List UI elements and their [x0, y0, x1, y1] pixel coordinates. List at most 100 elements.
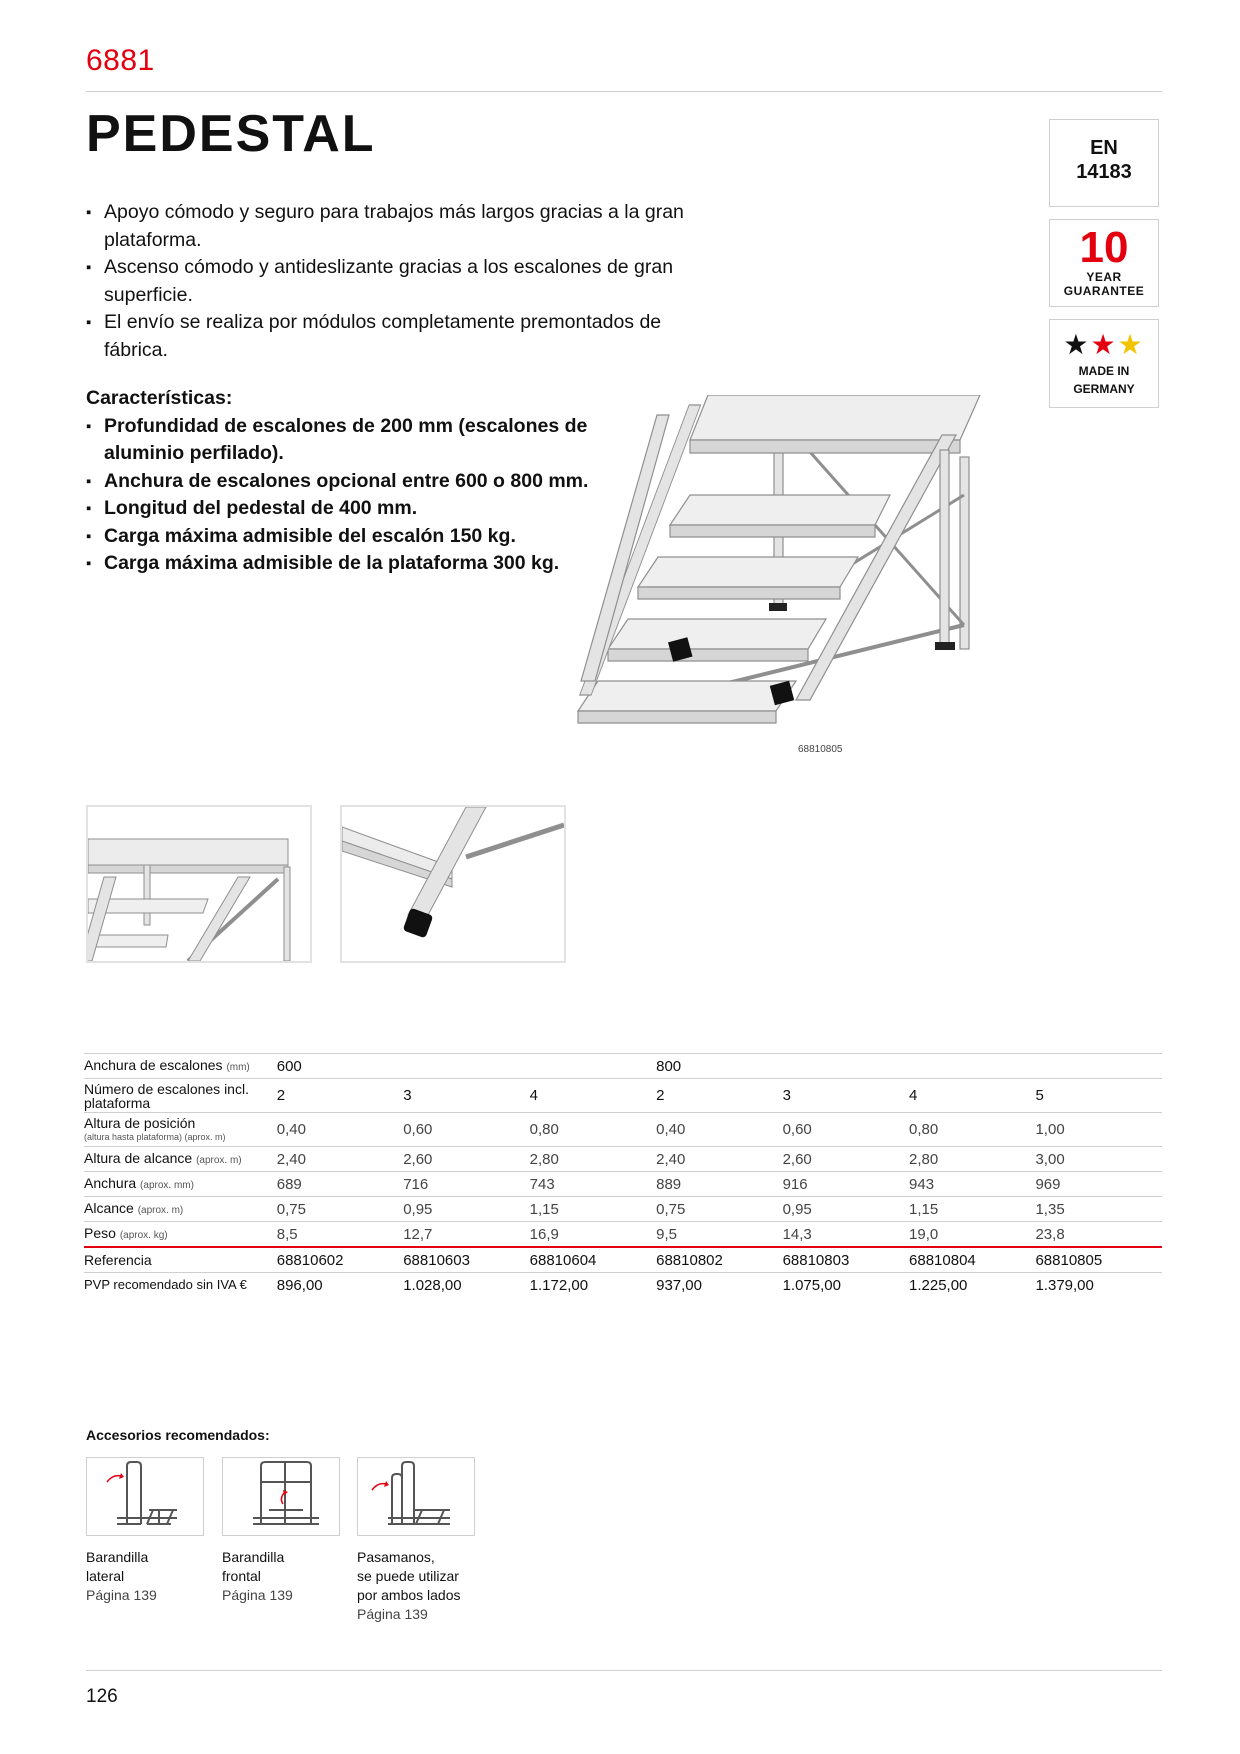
page-number: 126: [86, 1686, 118, 1707]
table-cell: [1035, 1053, 1162, 1079]
price-cell: 1.225,00: [909, 1272, 1036, 1297]
star-icon: ★: [1117, 329, 1145, 360]
table-cell: 16,9: [529, 1221, 657, 1247]
accessory-caption: Barandilla frontal Página 139: [222, 1548, 352, 1605]
table-cell: 0,60: [403, 1112, 530, 1147]
table-cell: 2,80: [529, 1146, 657, 1172]
table-cell: 800: [656, 1053, 783, 1079]
reference-cell: 68810603: [403, 1246, 530, 1273]
table-cell: [529, 1053, 657, 1079]
price-cell: 896,00: [276, 1272, 404, 1297]
table-cell: 12,7: [403, 1221, 530, 1247]
table-cell: 4: [909, 1078, 1036, 1113]
table-cell: [782, 1053, 910, 1079]
row-label: Número de escalones incl. plataforma: [84, 1078, 277, 1113]
table-cell: 1,35: [1035, 1196, 1162, 1222]
feature-list-block: Apoyo cómodo y seguro para trabajos más …: [86, 199, 686, 364]
table-cell: 743: [529, 1171, 657, 1197]
platform-detail-image: [88, 838, 291, 961]
top-divider: [86, 91, 1162, 92]
en-badge-line1: EN: [1090, 137, 1118, 159]
row-label: Referencia: [84, 1246, 277, 1273]
table-cell: 689: [276, 1171, 404, 1197]
star-icon: ★: [1090, 329, 1118, 360]
row-label: Peso (aprox. kg): [84, 1221, 277, 1247]
accessory-page-link[interactable]: Página 139: [357, 1606, 428, 1622]
guarantee-badge: 10 YEAR GUARANTEE: [1049, 219, 1159, 307]
accessories-heading: Accesorios recomendados:: [86, 1427, 270, 1443]
price-cell: 1.075,00: [782, 1272, 910, 1297]
price-cell: 1.379,00: [1035, 1272, 1162, 1297]
table-cell: 943: [909, 1171, 1036, 1197]
foot-cap: [935, 642, 955, 650]
accessory-image-handrail: [357, 1457, 475, 1536]
table-cell: 14,3: [782, 1221, 910, 1247]
table-cell: 0,95: [403, 1196, 530, 1222]
table-cell: 3: [782, 1078, 910, 1113]
accessory-image-front-railing: [222, 1457, 340, 1536]
row-label: Altura de alcance (aprox. m): [84, 1146, 277, 1172]
table-cell: 889: [656, 1171, 783, 1197]
table-cell: 0,75: [656, 1196, 783, 1222]
guarantee-line1: YEAR: [1086, 270, 1122, 284]
table-row: Altura de posición(altura hasta platafor…: [84, 1112, 1162, 1147]
table-cell: 1,15: [909, 1196, 1036, 1222]
table-cell: 2,40: [276, 1146, 404, 1172]
table-cell: 716: [403, 1171, 530, 1197]
reference-cell: 68810805: [1035, 1246, 1162, 1273]
table-row: Alcance (aprox. m) 0,75 0,95 1,15 0,75 0…: [84, 1196, 1162, 1222]
table-cell: 1,15: [529, 1196, 657, 1222]
reference-cell: 68810804: [909, 1246, 1036, 1273]
table-row: Altura de alcance (aprox. m) 2,40 2,60 2…: [84, 1146, 1162, 1172]
table-cell: 2,40: [656, 1146, 783, 1172]
specification-table: Anchura de escalones (mm) 600 800 Número…: [84, 1053, 1162, 1297]
foot-cap: [769, 680, 795, 706]
table-cell: 0,75: [276, 1196, 404, 1222]
characteristic-item: Anchura de escalones opcional entre 600 …: [86, 468, 646, 496]
table-cell: 2,60: [403, 1146, 530, 1172]
table-row: Referencia 68810602 68810603 68810604 68…: [84, 1246, 1162, 1273]
reference-cell: 68810803: [782, 1246, 910, 1273]
table-row: Número de escalones incl. plataforma 2 3…: [84, 1078, 1162, 1113]
guarantee-number: 10: [1079, 223, 1129, 272]
table-cell: 916: [782, 1171, 910, 1197]
table-cell: [403, 1053, 530, 1079]
row-label: PVP recomendado sin IVA €: [84, 1272, 277, 1297]
page-title: PEDESTAL: [86, 105, 376, 163]
detail-thumbnail-foot: [340, 805, 566, 963]
arrow-icon: [106, 1474, 122, 1483]
table-cell: 0,60: [782, 1112, 910, 1147]
table-row: PVP recomendado sin IVA € 896,00 1.028,0…: [84, 1272, 1162, 1297]
bottom-divider: [86, 1670, 1162, 1671]
arrow-icon: [119, 1473, 124, 1479]
en-badge-line2: 14183: [1076, 161, 1132, 183]
table-cell: 3,00: [1035, 1146, 1162, 1172]
reference-cell: 68810802: [656, 1246, 783, 1273]
accessory-page-link[interactable]: Página 139: [222, 1587, 293, 1603]
guarantee-line2: GUARANTEE: [1063, 284, 1145, 298]
table-cell: [909, 1053, 1036, 1079]
price-cell: 937,00: [656, 1272, 783, 1297]
foot-detail-image: [342, 807, 564, 938]
table-cell: 2: [276, 1078, 404, 1113]
price-cell: 1.172,00: [529, 1272, 657, 1297]
table-cell: 2,80: [909, 1146, 1036, 1172]
arrow-icon: [371, 1482, 387, 1491]
accessory-page-link[interactable]: Página 139: [86, 1587, 157, 1603]
arrow-icon: [283, 1490, 288, 1495]
accessory-image-side-railing: [86, 1457, 204, 1536]
characteristic-item: Profundidad de escalones de 200 mm (esca…: [86, 413, 646, 468]
stars-row: ★★★: [1050, 330, 1158, 360]
table-cell: 969: [1035, 1171, 1162, 1197]
table-cell: 5: [1035, 1078, 1162, 1113]
germany-line2: GERMANY: [1073, 382, 1135, 396]
germany-line1: MADE IN: [1078, 364, 1130, 378]
table-row: Anchura (aprox. mm) 689 716 743 889 916 …: [84, 1171, 1162, 1197]
table-cell: 8,5: [276, 1221, 404, 1247]
table-row: Peso (aprox. kg) 8,5 12,7 16,9 9,5 14,3 …: [84, 1221, 1162, 1247]
characteristics-block: Características: Profundidad de escalone…: [86, 385, 646, 578]
table-cell: 9,5: [656, 1221, 783, 1247]
reference-cell: 68810604: [529, 1246, 657, 1273]
foot-cap: [403, 908, 433, 938]
arrow-icon: [384, 1481, 389, 1487]
